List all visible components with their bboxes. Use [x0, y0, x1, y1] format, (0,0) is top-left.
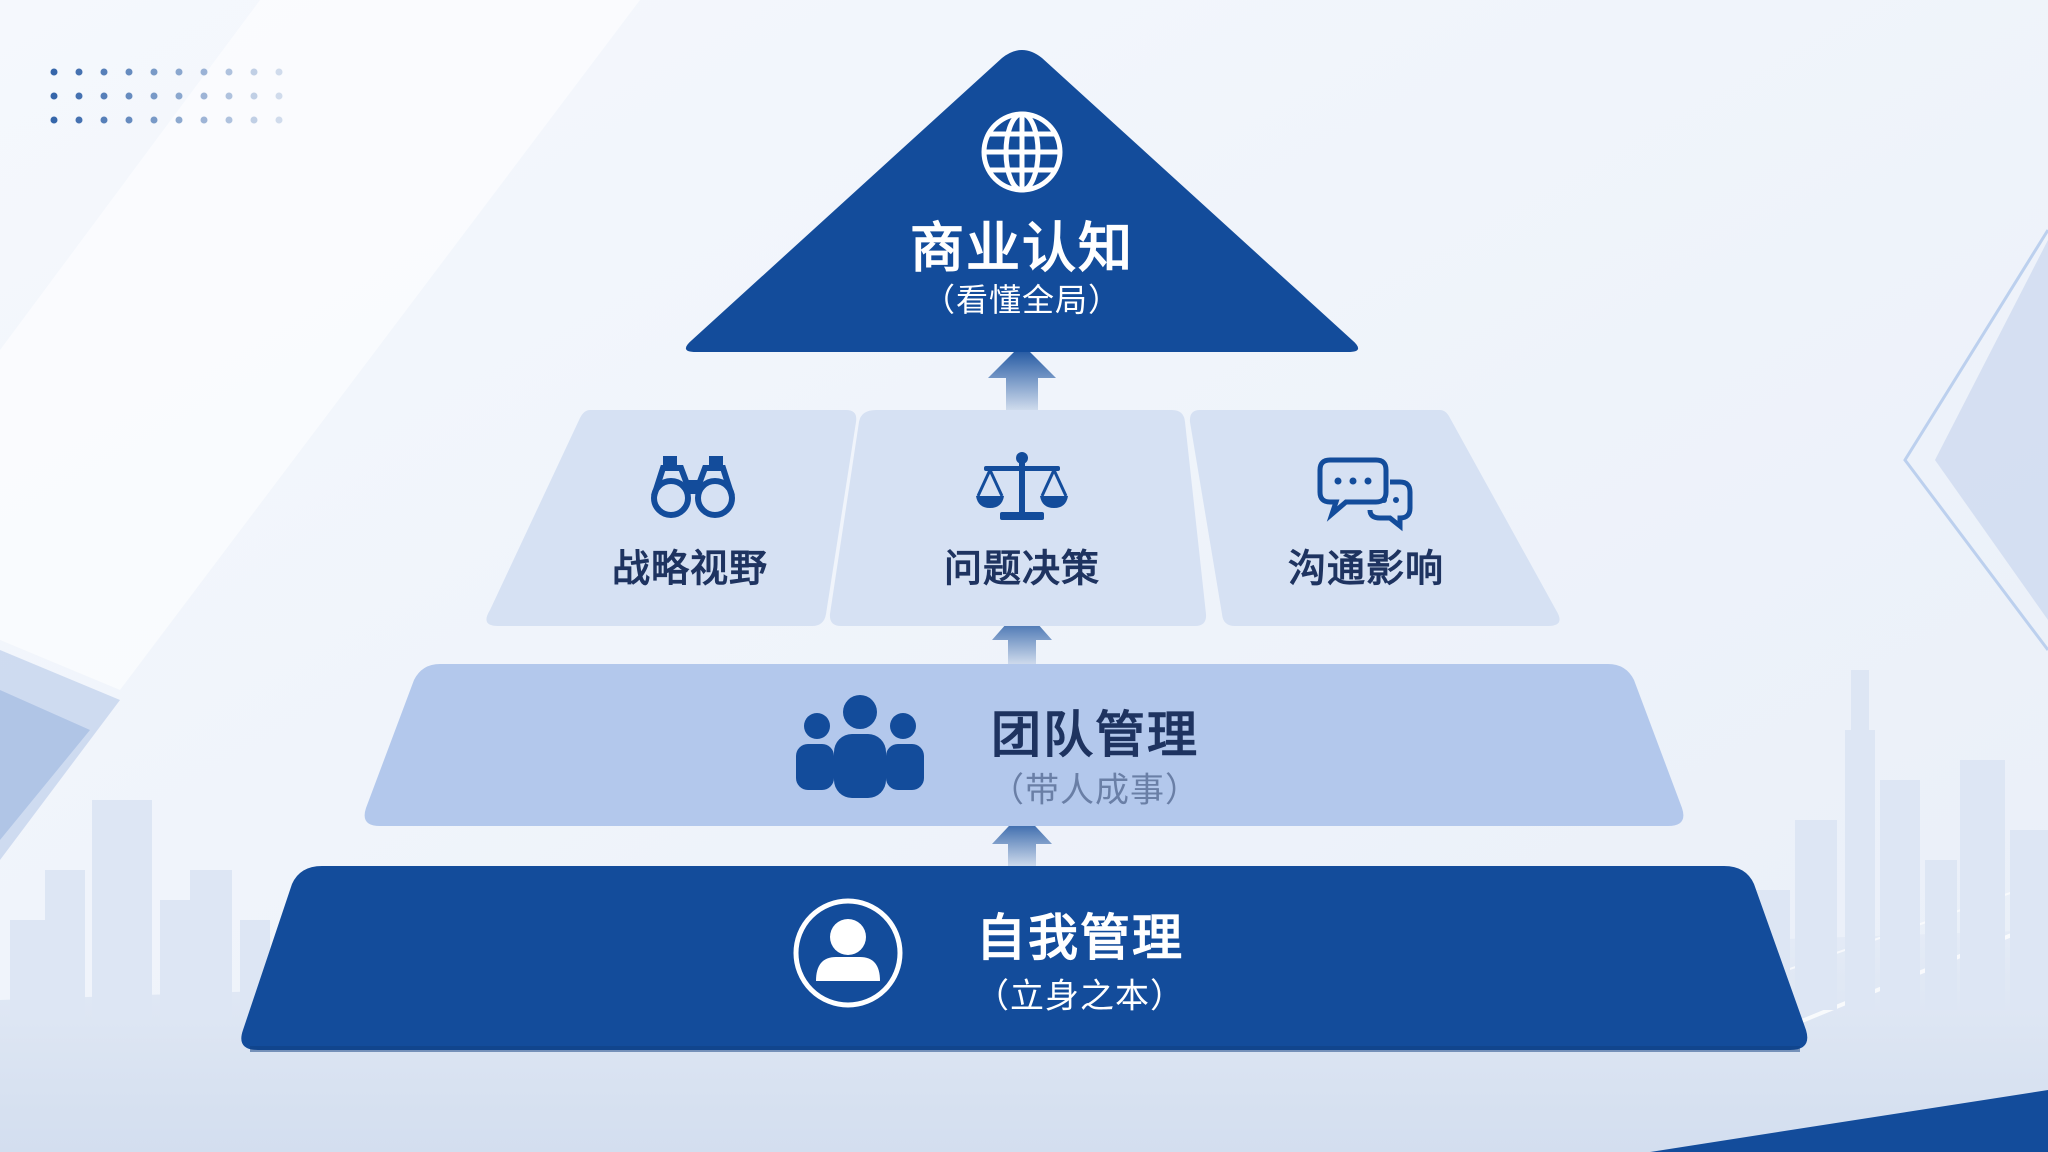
tier-self-management [241, 866, 1808, 1052]
base-title: 自我管理 [976, 909, 1184, 967]
block-communication-label: 沟通影响 [1287, 546, 1445, 591]
tier-team-management [364, 664, 1684, 826]
block-strategy-label: 战略视野 [611, 546, 769, 591]
tier-business-cognition [685, 50, 1359, 352]
block-decision-label: 问题决策 [943, 546, 1101, 591]
binoculars-icon [651, 456, 735, 518]
globe-icon [981, 111, 1063, 193]
team-title: 团队管理 [991, 706, 1199, 764]
team-subtitle: （带人成事） [990, 770, 1200, 811]
top-title: 商业认知 [910, 216, 1134, 280]
dot-grid-decoration [50, 68, 283, 124]
arrow-up-1 [992, 812, 1052, 866]
arrow-up-3 [988, 344, 1056, 410]
arrow-up-2 [992, 606, 1052, 664]
base-subtitle: （立身之本） [975, 976, 1185, 1017]
chat-bubbles-icon [1317, 457, 1413, 532]
user-circle-icon [793, 898, 903, 1008]
city-skyline-left [10, 800, 270, 1020]
people-group-icon [796, 695, 924, 798]
top-subtitle: （看懂全局） [922, 281, 1122, 319]
city-skyline-right [1755, 670, 2048, 1010]
scales-icon [976, 452, 1068, 520]
